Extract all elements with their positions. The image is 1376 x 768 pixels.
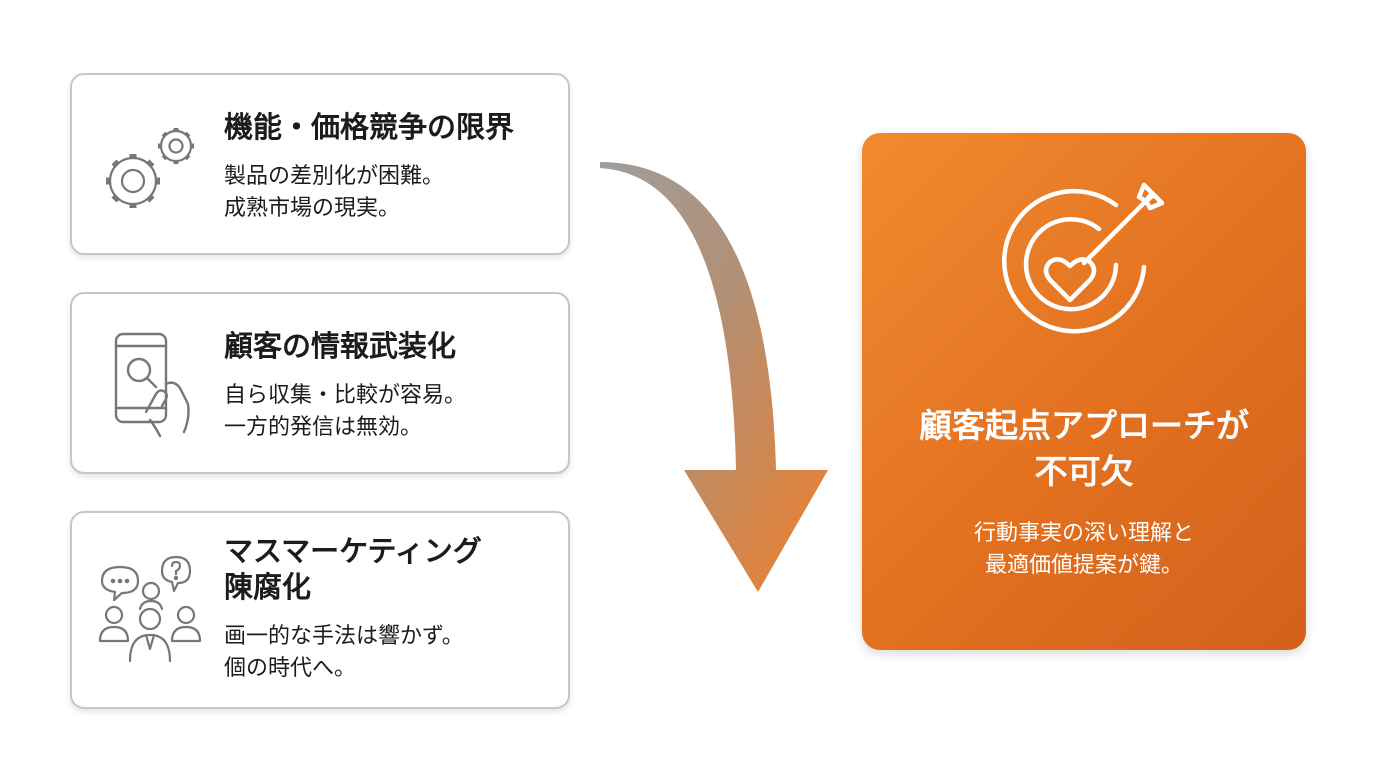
card-description: 製品の差別化が困難。 成熟市場の現実。 <box>224 164 445 221</box>
people-speech-bubbles-icon <box>98 555 202 663</box>
target-heart-arrow-icon <box>1002 182 1165 334</box>
smartphone-search-icon <box>114 332 190 438</box>
card-mass-marketing-obsolete: マスマーケティング 陳腐化 画一的な手法は響かず。 個の時代へ。 <box>70 511 570 709</box>
result-description: 行動事実の深い理解と 最適価値提案が鍵。 <box>973 521 1194 578</box>
card-description: 画一的な手法は響かず。 個の時代へ。 <box>224 624 464 681</box>
card-customer-information: 顧客の情報武装化 自ら収集・比較が容易。 一方的発信は無効。 <box>70 292 570 474</box>
card-title: マスマーケティング 陳腐化 <box>224 534 482 604</box>
card-description: 自ら収集・比較が容易。 一方的発信は無効。 <box>224 383 467 440</box>
card-feature-price-limit: 機能・価格競争の限界 製品の差別化が困難。 成熟市場の現実。 <box>70 73 570 255</box>
result-panel: 顧客起点アプローチが 不可欠 行動事実の深い理解と 最適価値提案が鍵。 <box>862 133 1306 650</box>
flow-arrow <box>600 162 828 592</box>
result-title: 顧客起点アプローチが 不可欠 <box>919 406 1249 491</box>
gears-icon <box>106 128 194 208</box>
card-title: 機能・価格競争の限界 <box>224 110 515 144</box>
card-title: 顧客の情報武装化 <box>224 329 457 363</box>
